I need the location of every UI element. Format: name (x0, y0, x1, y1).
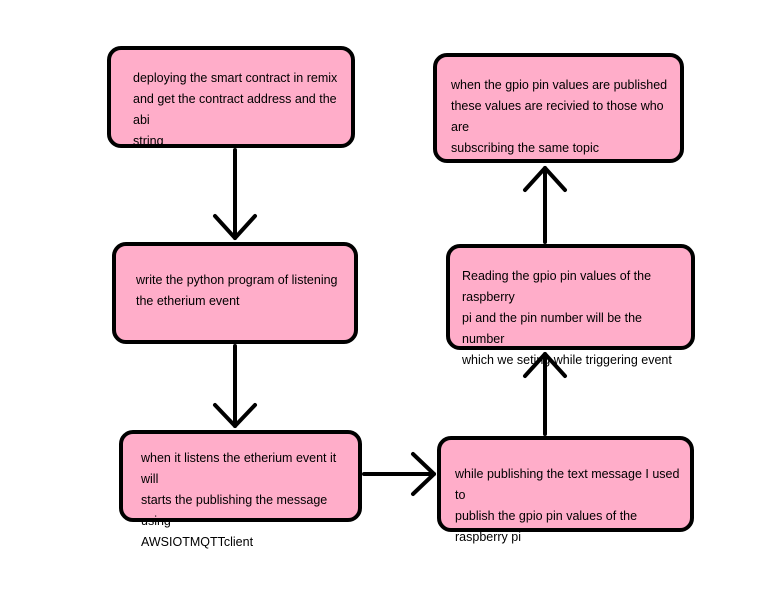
node-start-publishing-text: when it listens the etherium event it wi… (141, 451, 337, 549)
node-subscribers-receive: when the gpio pin values are published t… (433, 53, 684, 163)
node-deploy-contract-text: deploying the smart contract in remix an… (133, 71, 338, 148)
arrowhead-read-to-subscribe (523, 166, 567, 192)
node-python-listener: write the python program of listening th… (112, 242, 358, 344)
node-publish-gpio: while publishing the text message I used… (437, 436, 694, 544)
arrowhead-listen-to-publish (213, 403, 257, 428)
node-read-gpio-text: Reading the gpio pin values of the raspb… (462, 269, 672, 367)
arrowhead-deploy-to-listen (213, 214, 257, 240)
node-publish-gpio-text: while publishing the text message I used… (455, 467, 680, 544)
node-start-publishing: when it listens the etherium event it wi… (119, 430, 362, 549)
node-deploy-contract: deploying the smart contract in remix an… (107, 46, 355, 148)
arrowhead-gpio-publish-to-read (523, 352, 567, 378)
node-python-listener-text: write the python program of listening th… (136, 273, 338, 308)
node-read-gpio: Reading the gpio pin values of the raspb… (446, 244, 695, 367)
arrowhead-publish-to-gpio-publish (411, 452, 436, 496)
node-subscribers-receive-text: when the gpio pin values are published t… (451, 78, 668, 155)
